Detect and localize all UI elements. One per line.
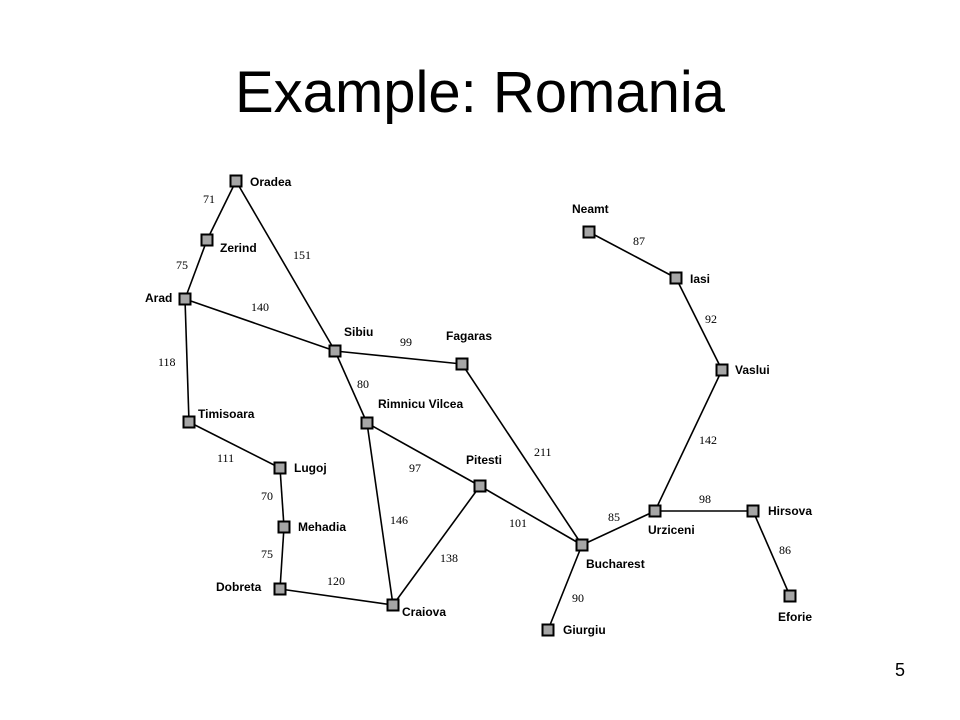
cities-layer: [178, 174, 797, 637]
distance-label-urziceni-vaslui: 142: [699, 433, 717, 447]
city-node-urziceni: [648, 504, 662, 518]
distance-label-lugoj-mehadia: 70: [261, 489, 273, 503]
city-label-hirsova: Hirsova: [768, 504, 812, 518]
city-label-zerind: Zerind: [220, 241, 257, 255]
distance-label-vaslui-iasi: 92: [705, 312, 717, 326]
road-arad-sibiu: [184, 298, 336, 352]
city-label-craiova: Craiova: [402, 605, 446, 619]
distance-label-mehadia-dobreta: 75: [261, 547, 273, 561]
road-sibiu-fagaras: [334, 350, 463, 365]
city-node-iasi: [669, 271, 683, 285]
distance-label-fagaras-bucharest: 211: [534, 445, 552, 459]
road-dobreta-craiova: [279, 588, 394, 606]
city-node-arad: [178, 292, 192, 306]
distance-label-bucharest-giurgiu: 90: [572, 591, 584, 605]
road-bucharest-giurgiu: [547, 544, 583, 631]
city-label-lugoj: Lugoj: [294, 461, 327, 475]
road-lugoj-mehadia: [279, 467, 285, 528]
city-label-mehadia: Mehadia: [298, 520, 346, 534]
road-pitesti-bucharest: [479, 485, 583, 546]
distance-label-arad-sibiu: 140: [251, 300, 269, 314]
city-node-hirsova: [746, 504, 760, 518]
distance-label-dobreta-craiova: 120: [327, 574, 345, 588]
city-node-fagaras: [455, 357, 469, 371]
road-timisoara-lugoj: [188, 421, 281, 469]
city-node-giurgiu: [541, 623, 555, 637]
city-label-dobreta: Dobreta: [216, 580, 262, 594]
road-rimnicu-vilcea-pitesti: [366, 422, 481, 487]
city-label-vaslui: Vaslui: [735, 363, 770, 377]
distance-label-hirsova-eforie: 86: [779, 543, 791, 557]
distance-label-rimnicu-vilcea-craiova: 146: [390, 513, 408, 527]
road-sibiu-rimnicu-vilcea: [334, 350, 368, 424]
city-label-timisoara: Timisoara: [198, 407, 255, 421]
distance-label-timisoara-lugoj: 111: [217, 451, 234, 465]
distance-label-oradea-zerind: 71: [203, 192, 215, 206]
city-node-sibiu: [328, 344, 342, 358]
city-node-lugoj: [273, 461, 287, 475]
city-node-craiova: [386, 598, 400, 612]
city-label-pitesti: Pitesti: [466, 453, 502, 467]
roads-layer: [184, 180, 791, 631]
distance-label-oradea-sibiu: 151: [293, 248, 311, 262]
city-label-giurgiu: Giurgiu: [563, 623, 606, 637]
road-vaslui-iasi: [675, 277, 723, 371]
distance-label-sibiu-rimnicu-vilcea: 80: [357, 377, 369, 391]
page-number: 5: [894, 660, 905, 680]
city-node-rimnicu-vilcea: [360, 416, 374, 430]
city-label-iasi: Iasi: [690, 272, 710, 286]
city-node-mehadia: [277, 520, 291, 534]
city-node-timisoara: [182, 415, 196, 429]
city-node-dobreta: [273, 582, 287, 596]
distance-label-urziceni-hirsova: 98: [699, 492, 711, 506]
road-rimnicu-vilcea-craiova: [366, 422, 394, 606]
distance-label-iasi-neamt: 87: [633, 234, 645, 248]
city-label-eforie: Eforie: [778, 610, 812, 624]
city-node-pitesti: [473, 479, 487, 493]
city-label-rimnicu-vilcea: Rimnicu Vilcea: [378, 397, 463, 411]
city-label-oradea: Oradea: [250, 175, 292, 189]
city-node-bucharest: [575, 538, 589, 552]
distance-label-craiova-pitesti: 138: [440, 551, 458, 565]
distance-label-zerind-arad: 75: [176, 258, 188, 272]
city-label-bucharest: Bucharest: [586, 557, 645, 571]
city-node-vaslui: [715, 363, 729, 377]
road-oradea-zerind: [206, 180, 237, 241]
road-hirsova-eforie: [752, 510, 791, 597]
road-urziceni-vaslui: [654, 369, 723, 512]
city-node-zerind: [200, 233, 214, 247]
distance-labels-layer: 71 151 75 140 118 99 80 111 70 75 120 146 97 138 101 21…: [158, 192, 791, 605]
road-craiova-pitesti: [392, 485, 481, 606]
city-node-oradea: [229, 174, 243, 188]
road-zerind-arad: [184, 239, 208, 300]
city-label-fagaras: Fagaras: [446, 329, 492, 343]
city-label-neamt: Neamt: [572, 202, 609, 216]
distance-label-rimnicu-vilcea-pitesti: 97: [409, 461, 421, 475]
road-iasi-neamt: [588, 231, 677, 279]
city-label-sibiu: Sibiu: [344, 325, 373, 339]
slide-title: Example: Romania: [235, 60, 725, 125]
road-mehadia-dobreta: [279, 526, 285, 590]
city-node-eforie: [783, 589, 797, 603]
road-bucharest-urziceni: [581, 510, 656, 546]
road-fagaras-bucharest: [461, 363, 583, 546]
road-arad-timisoara: [184, 298, 190, 423]
road-oradea-sibiu: [235, 180, 336, 352]
distance-label-arad-timisoara: 118: [158, 355, 176, 369]
city-label-arad: Arad: [145, 291, 172, 305]
distance-label-pitesti-bucharest: 101: [509, 516, 527, 530]
distance-label-sibiu-fagaras: 99: [400, 335, 412, 349]
city-label-urziceni: Urziceni: [648, 523, 695, 537]
city-node-neamt: [582, 225, 596, 239]
distance-label-bucharest-urziceni: 85: [608, 510, 620, 524]
